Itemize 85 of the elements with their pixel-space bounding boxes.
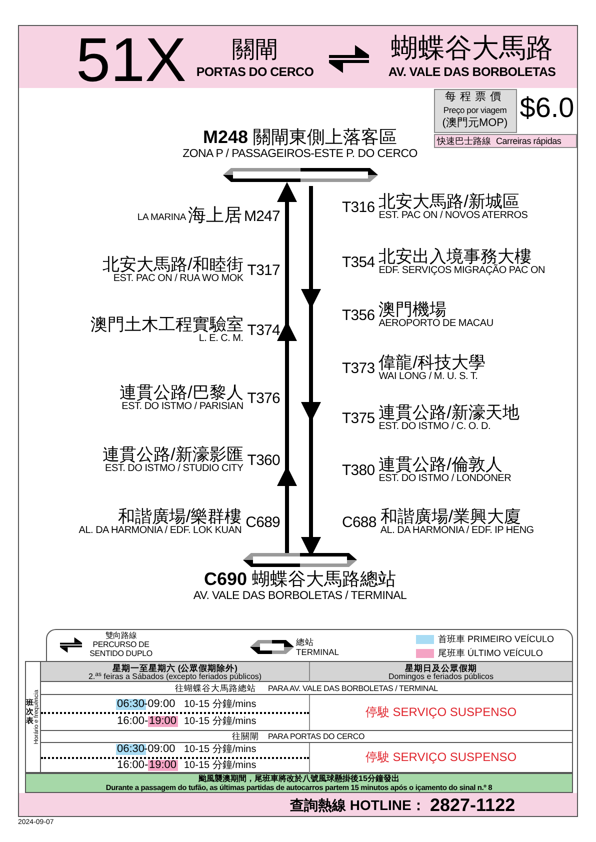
- stop-code: T375: [342, 410, 375, 426]
- frequency-label: 10-15 分鐘/mins: [184, 700, 256, 710]
- stop-code: T376: [247, 390, 280, 406]
- stop-name: 澳門土木工程實驗室: [90, 316, 244, 333]
- stop-name-portuguese: AEROPORTO DE MACAU: [378, 319, 494, 329]
- direction-label: 往關閘: [232, 732, 259, 740]
- time-range: 16:00-: [117, 760, 148, 771]
- stop-name-portuguese: AL. DA HARMONIA / EDF. IP HENG: [380, 526, 534, 536]
- terminal-stop-name: M248 關閘東側上落客區: [202, 128, 398, 146]
- stop-name-portuguese: EST. DO ISTMO / PARISIAN: [122, 402, 244, 412]
- service-suspended-notice: 停駛 SERVIÇO SUSPENSO: [365, 751, 517, 763]
- direction-label: 往蝴蝶谷大馬路總站: [175, 684, 256, 692]
- stop-name: 連貫公路/倫敦人: [378, 456, 502, 473]
- stop-name: 澳門機場: [378, 301, 447, 318]
- service-suspended-notice: 停駛 SERVIÇO SUSPENSO: [365, 706, 517, 718]
- stop-name: 連貫公路/新濠天地: [378, 404, 520, 421]
- terminus-name: 蝴蝶谷大馬路: [391, 35, 553, 62]
- legend-text: 首班車 PRIMEIRO VEÍCULO: [438, 635, 554, 644]
- fare-label-portuguese: Preço por viagem: [443, 106, 507, 114]
- stop-name-portuguese: L. E. C. M.: [198, 334, 244, 344]
- stop-code: T317: [247, 262, 280, 278]
- stop-name: 和諧廣場/業興大廈: [380, 508, 522, 525]
- currency-label: (澳門元MOP): [442, 118, 508, 129]
- time-range: 16:00-: [117, 716, 148, 727]
- frequency-label: 10-15 分鐘/mins: [184, 717, 256, 727]
- terminus-name: 關閘: [232, 38, 278, 61]
- time-range: -09:00: [144, 744, 176, 755]
- route-number: 51X: [76, 30, 186, 92]
- route-line-arrow: [277, 182, 297, 553]
- stop-name-portuguese: EST. PAC ON / NOVOS ATERROS: [378, 211, 528, 221]
- stop-name-portuguese: WAI LONG / M. U. S. T.: [378, 372, 478, 382]
- frequency-label: 10-15 分鐘/mins: [184, 745, 256, 755]
- stop-name-portuguese: EST. DO ISTMO / LONDONER: [378, 474, 512, 484]
- terminal-stop-name: C690 蝴蝶谷大馬路總站: [204, 570, 396, 588]
- time-range: -09:00: [144, 699, 176, 710]
- column-heading: 星期一至星期六 (公眾假期除外): [112, 664, 238, 672]
- legend-text: 尾班車 ÚLTIMO VEÍCULO: [438, 649, 543, 658]
- legend-text: 雙向路線 PERCURSO DE SENTIDO DUPLO: [88, 631, 154, 658]
- terminus-name-portuguese: AV. VALE DAS BORBOLETAS: [388, 66, 556, 78]
- column-heading-portuguese: 2.$^{as}$ feiras a Sábados (excepto feriados públicos): [88, 673, 262, 681]
- frequency-label: 10-15 分鐘/mins: [184, 761, 256, 771]
- route-type-label: 快速巴士路線: [437, 137, 491, 146]
- stop-name: 和諧廣場/樂群樓: [118, 508, 242, 525]
- stop-name-portuguese: AL. DA HARMONIA / EDF. LOK KUAN: [78, 526, 242, 536]
- direction-label-portuguese: PARA PORTAS DO CERCO: [268, 733, 364, 741]
- last-departure-time: 19:00: [148, 760, 178, 771]
- typhoon-note: 颱風襲澳期間，尾班車將改於八號風球懸掛後15分鐘發出: [198, 775, 400, 783]
- stop-code: M247: [244, 209, 280, 224]
- last-departure-time: 19:00: [148, 716, 178, 727]
- stop-name-portuguese: EST. DO ISTMO / C. O. D.: [378, 422, 490, 432]
- legend-text: 總站 TERMINAL: [296, 637, 340, 657]
- stop-code: C689: [246, 514, 280, 530]
- route-type-label-portuguese: Carreiras rápidas: [496, 137, 562, 146]
- stop-name: 北安出入境事務大樓: [378, 248, 532, 265]
- terminal-stop-name-portuguese: ZONA P / PASSAGEIROS-ESTE P. DO CERCO: [182, 149, 418, 160]
- stop-code: T354: [342, 254, 375, 270]
- stop-name-portuguese: LA MARINA: [137, 212, 186, 222]
- stop-name-portuguese: EST. DO ISTMO / STUDIO CITY: [105, 464, 244, 474]
- route-line-arrow: [301, 184, 321, 553]
- terminus-name-portuguese: PORTAS DO CERCO: [196, 66, 314, 78]
- fare-label: 每程票價: [445, 92, 505, 103]
- stop-code: C688: [342, 514, 376, 530]
- hotline-number: 2827-1122: [430, 796, 516, 814]
- stop-name: 連貫公路/新濠影匯: [102, 446, 244, 463]
- stop-name-portuguese: EDF. SERVIÇOS MIGRAÇÃO PAC ON: [378, 266, 546, 276]
- stop-name: 偉龍/科技大學: [378, 354, 486, 371]
- stop-code: T316: [342, 200, 375, 214]
- stop-code: T374: [247, 322, 280, 338]
- stop-name: 海上居: [188, 206, 242, 224]
- stop-name: 連貫公路/巴黎人: [120, 384, 244, 401]
- first-departure-time: 06:30: [116, 744, 146, 755]
- hotline-label: 查詢熱線 HOTLINE：: [290, 798, 426, 812]
- stop-code: T356: [342, 308, 375, 322]
- stop-name: 北安大馬路/新城區: [378, 193, 520, 210]
- terminal-stop-name-portuguese: AV. VALE DAS BORBOLETAS / TERMINAL: [193, 591, 407, 602]
- fare-price: $6.0: [520, 94, 574, 122]
- stop-code: T380: [342, 462, 375, 478]
- stop-name-portuguese: EST. PAC ON / RUA WO MOK: [113, 274, 244, 284]
- column-heading-portuguese: Domingos e feriados públicos: [388, 673, 494, 681]
- stop-code: T360: [247, 452, 280, 468]
- first-departure-time: 06:30: [116, 699, 146, 710]
- direction-label-portuguese: PARA AV. VALE DAS BORBOLETAS / TERMINAL: [268, 685, 438, 693]
- stop-name: 北安大馬路/和睦街: [102, 256, 244, 273]
- column-heading: 星期日及公眾假期: [405, 664, 477, 672]
- stop-code: T373: [342, 360, 375, 376]
